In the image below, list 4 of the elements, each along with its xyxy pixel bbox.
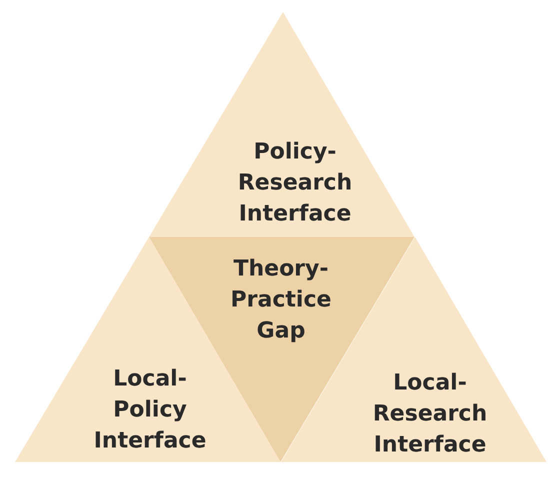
segment-label: Theory- Practice Gap — [230, 256, 332, 346]
segment-label: Local- Policy Interface — [94, 366, 206, 456]
segment-label: Local- Research Interface — [372, 370, 488, 460]
segment-label: Policy- Research Interface — [238, 138, 352, 228]
